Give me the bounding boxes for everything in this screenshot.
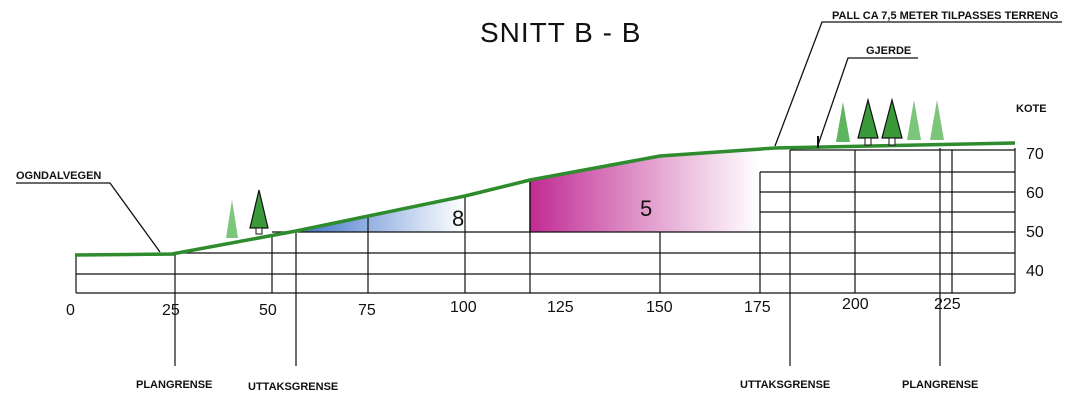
- kote-label: KOTE: [1016, 103, 1047, 115]
- tree-icon: [930, 100, 944, 140]
- kote-tick-70: 70: [1026, 146, 1044, 163]
- tree-icon: [249, 189, 269, 229]
- x-tick-175: 175: [744, 299, 771, 316]
- kote-tick-60: 60: [1026, 185, 1044, 202]
- tree-group-left: [226, 189, 269, 238]
- x-tick-0: 0: [66, 302, 75, 319]
- tree-icon: [907, 100, 921, 140]
- x-tick-100: 100: [450, 299, 477, 316]
- x-tick-50: 50: [259, 302, 277, 319]
- gjerde-leader: [817, 57, 918, 146]
- grid-vertical: [75, 148, 1016, 293]
- x-tick-200: 200: [842, 296, 869, 313]
- plangrense-left-label: PLANGRENSE: [136, 379, 212, 391]
- leader-lines: [16, 21, 1062, 253]
- tree-trunk-icon: [864, 137, 872, 146]
- terrain-line: [74, 141, 1016, 257]
- area-8-label: 8: [452, 206, 464, 231]
- gjerde-label: GJERDE: [866, 45, 911, 57]
- x-tick-125: 125: [547, 299, 574, 316]
- grid-horizontal: [76, 149, 1015, 294]
- tree-icon: [881, 97, 903, 139]
- kote-tick-40: 40: [1026, 263, 1044, 280]
- tree-icon: [226, 200, 238, 238]
- x-tick-75: 75: [358, 302, 376, 319]
- tree-trunk-icon: [888, 137, 896, 146]
- kote-tick-50: 50: [1026, 224, 1044, 241]
- area-5-label: 5: [640, 196, 652, 221]
- tree-trunk-icon: [255, 227, 263, 235]
- plangrense-right-label: PLANGRENSE: [902, 379, 978, 391]
- pall-label: PALL CA 7,5 METER TILPASSES TERRENG: [832, 10, 1058, 22]
- ogndalvegen-leader: [16, 182, 161, 253]
- tree-group-right: [836, 97, 944, 146]
- tree-icon: [857, 97, 879, 139]
- x-tick-225: 225: [934, 296, 961, 313]
- uttaksgrense-right-label: UTTAKSGRENSE: [740, 379, 830, 391]
- section-title: SNITT B - B: [480, 17, 641, 48]
- uttaksgrense-left-label: UTTAKSGRENSE: [248, 381, 338, 393]
- ogndalvegen-label: OGNDALVEGEN: [16, 170, 101, 182]
- tree-icon: [836, 102, 850, 142]
- boundary-lines: [174, 148, 941, 366]
- x-tick-150: 150: [646, 299, 673, 316]
- pall-leader: [774, 21, 1062, 147]
- x-tick-25: 25: [162, 302, 180, 319]
